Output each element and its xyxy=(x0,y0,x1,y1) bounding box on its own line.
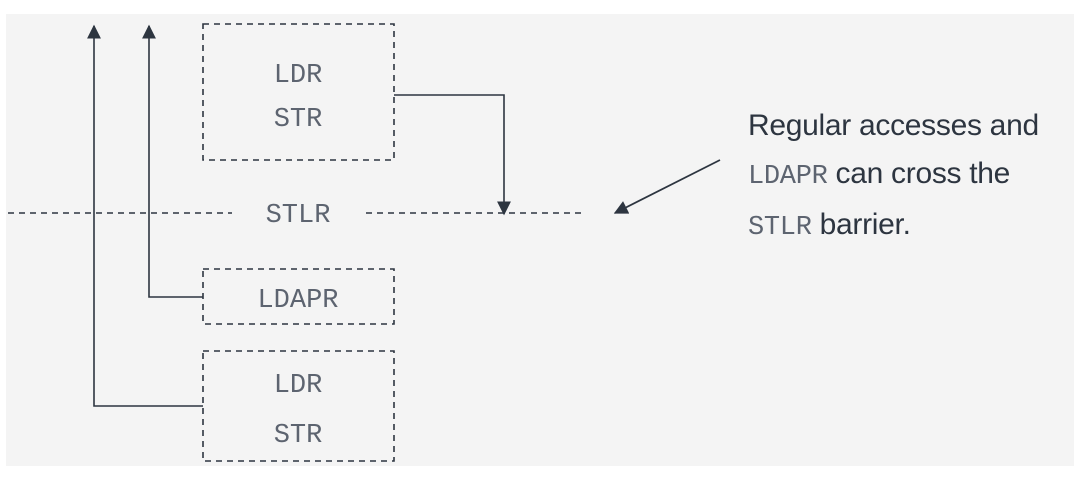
caption-line-2-text: can cross the xyxy=(827,157,1011,190)
top-box-str-label: STR xyxy=(274,105,323,135)
top-box-ldr-label: LDR xyxy=(274,61,323,91)
caption-pointer-arrow xyxy=(613,159,721,214)
caption-line-3-text: barrier. xyxy=(811,208,911,241)
caption-ldapr-code: LDAPR xyxy=(748,162,828,192)
ldapr-upward-arrow xyxy=(142,24,203,298)
top-box-downward-arrow xyxy=(394,94,511,216)
caption-line-3: STLR barrier. xyxy=(748,201,1078,252)
caption-line-1-text: Regular accesses and xyxy=(748,109,1039,142)
bottom-box-upward-arrow xyxy=(87,24,203,407)
diagram-background xyxy=(6,14,1074,466)
caption-stlr-code: STLR xyxy=(748,213,812,243)
caption-line-1: Regular accesses and xyxy=(748,102,1078,150)
bottom-box-ldr-label: LDR xyxy=(274,371,323,401)
ldapr-box-label: LDAPR xyxy=(257,286,338,316)
bottom-box-str-label: STR xyxy=(274,421,323,451)
caption-line-2: LDAPR can cross the xyxy=(748,150,1078,201)
top-ldr-str-box xyxy=(202,23,395,161)
bottom-ldr-str-box xyxy=(202,350,395,462)
explanation-caption: Regular accesses and LDAPR can cross the… xyxy=(748,102,1078,252)
stlr-barrier-label: STLR xyxy=(266,201,331,231)
